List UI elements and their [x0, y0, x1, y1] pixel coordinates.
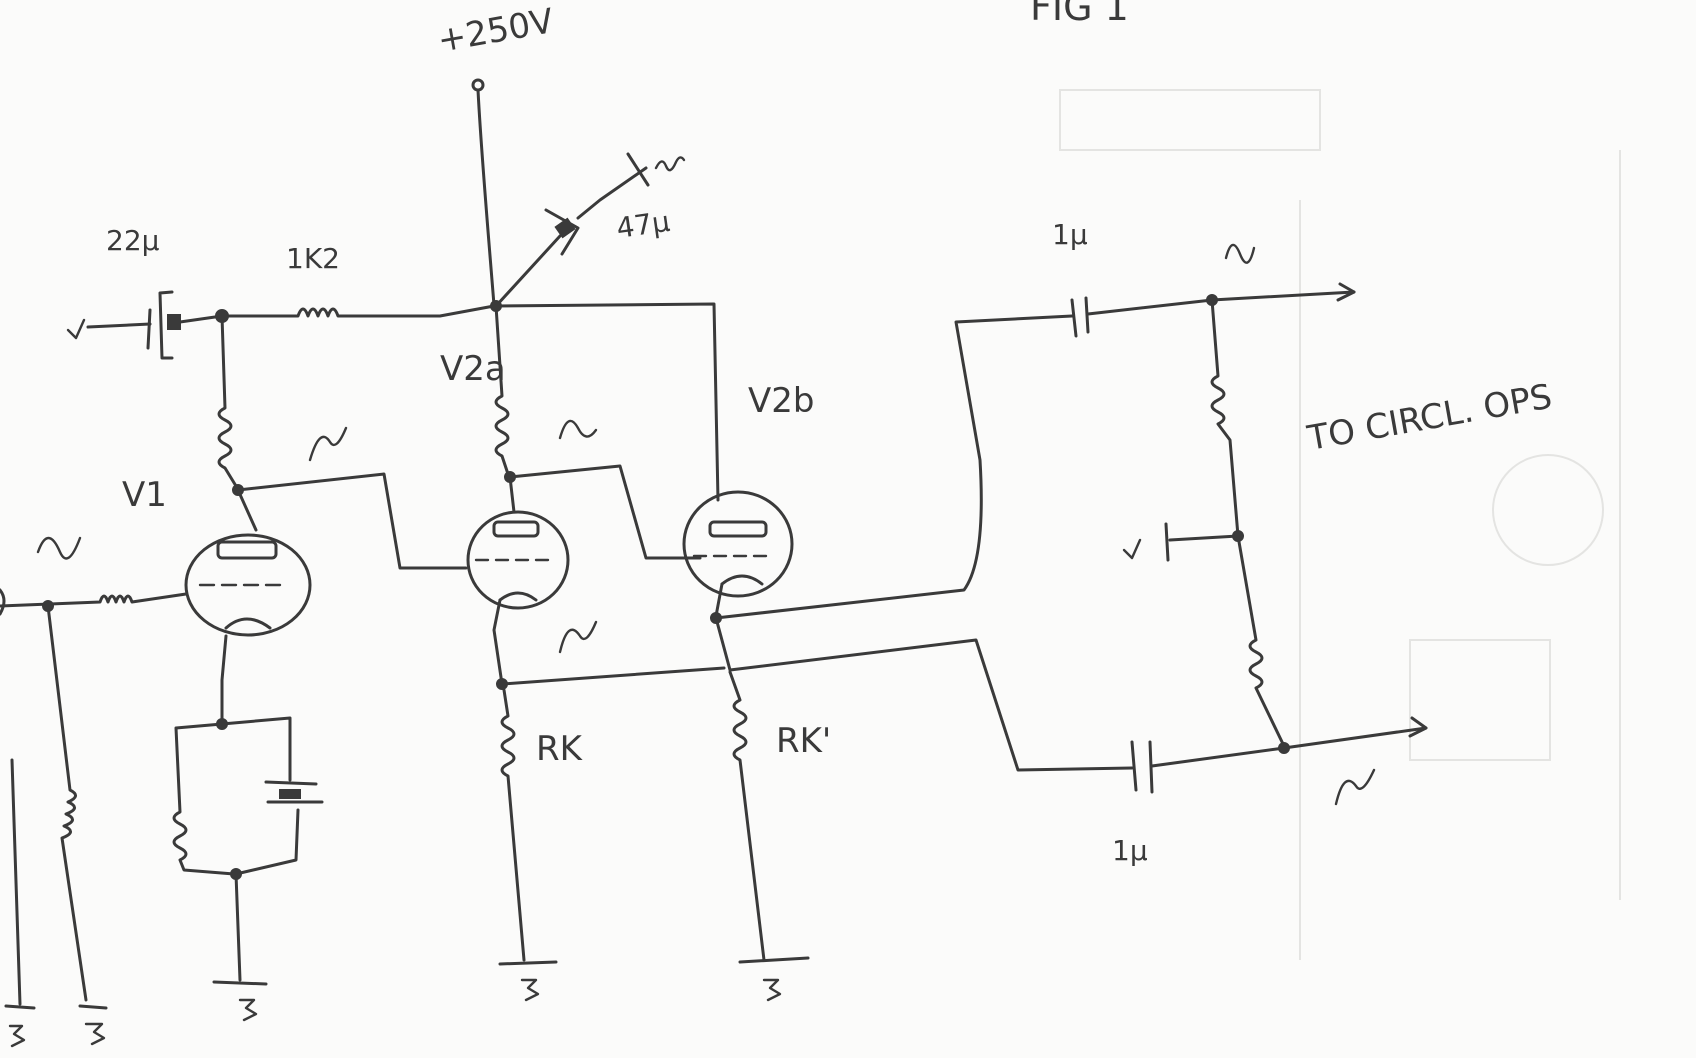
v2a-to-v2b-wire [508, 464, 702, 560]
figure-title: FIG 1 [1030, 0, 1129, 29]
v2a-label: V2a [440, 349, 506, 389]
v2b-tube: V2b [682, 381, 814, 598]
v1-grid-input [0, 588, 188, 616]
left-edge-wire [4, 758, 36, 1010]
output-divider [1122, 298, 1290, 754]
supply-label: +250V [435, 1, 557, 61]
c-out-top-label: 1µ [1052, 218, 1088, 251]
v2b-cathode-rkprime: RK' [710, 582, 831, 1002]
output-caption: TO CIRCL. OPS [1304, 377, 1555, 459]
v2a-cathode-rk: RK [492, 598, 726, 1002]
paper-show-through [1059, 89, 1621, 960]
rk-prime-label: RK' [776, 721, 831, 761]
lower-output-path: 1µ [728, 638, 1428, 867]
decoupling-capacitor: 47µ [494, 152, 686, 308]
v2a-plate-resistor: V2a [440, 304, 516, 514]
r-series-label: 1K2 [286, 242, 340, 275]
v1-to-v2a-wire [236, 472, 468, 570]
input-signal-symbol [36, 536, 82, 560]
input-capacitor: 22µ [66, 224, 224, 360]
v2b-label: V2b [748, 381, 814, 421]
supply-bus [494, 302, 720, 502]
v1-label: V1 [122, 475, 167, 515]
v1-plate-resistor [217, 314, 258, 532]
v1-plate-signal-symbol [308, 426, 348, 462]
v2a-tube [466, 510, 570, 610]
c-in-label: 22µ [106, 224, 160, 257]
cathode-signal-symbol [558, 620, 598, 654]
upper-output-path: 1µ [714, 218, 1356, 620]
lower-output-signal-symbol [1334, 768, 1376, 806]
c-decouple-label: 47µ [614, 205, 672, 245]
c-out-bottom-label: 1µ [1112, 834, 1148, 867]
upper-output-signal-symbol [1224, 243, 1256, 264]
rk-label: RK [536, 729, 584, 769]
v1-tube: V1 [122, 475, 312, 637]
v1-cathode-network [172, 634, 324, 1022]
grid-leak-resistor [46, 604, 108, 1046]
resistor-1k2: 1K2 [220, 242, 496, 318]
left-ground-symbol [8, 1024, 26, 1048]
v2a-plate-signal-symbol [558, 419, 598, 440]
